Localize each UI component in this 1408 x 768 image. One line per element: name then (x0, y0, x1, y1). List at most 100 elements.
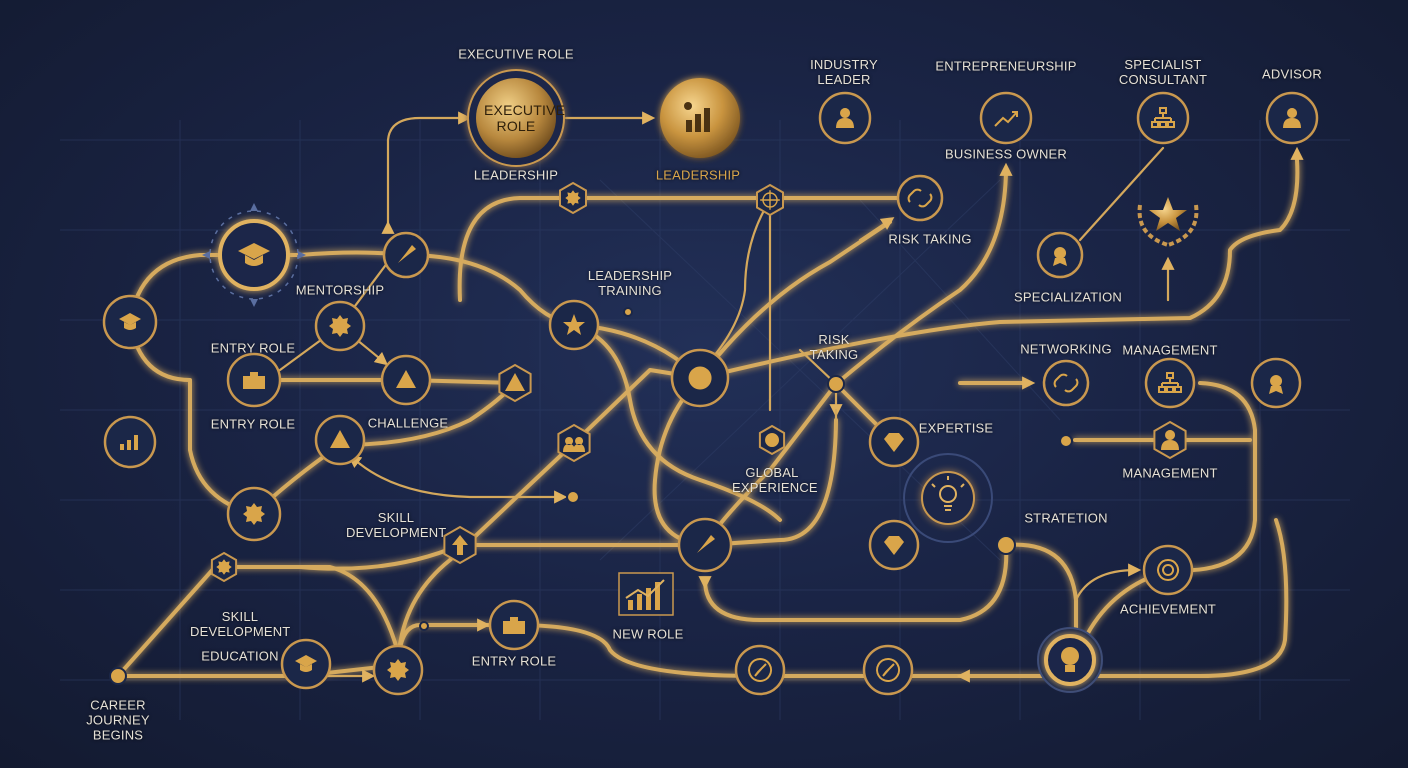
entry-role-label-bottom: ENTRY ROLE (471, 653, 557, 669)
node-ring (979, 91, 1033, 145)
new-role-rocket-node[interactable] (677, 517, 733, 573)
diamond-node[interactable] (868, 519, 920, 571)
achievement-node[interactable] (1142, 544, 1194, 596)
networking-node[interactable] (1042, 359, 1090, 407)
management-person-node[interactable] (1153, 420, 1187, 460)
settings-node[interactable] (559, 181, 587, 215)
leadership-gold-label: LEADERSHIP (655, 167, 741, 183)
cap-icon (295, 655, 317, 672)
team-node[interactable] (557, 423, 591, 463)
chain-icon (907, 188, 933, 208)
diamond-icon (884, 536, 904, 555)
mentorship-growth-node[interactable] (382, 231, 430, 279)
stratetion-label: STRATETION (1024, 510, 1108, 526)
gear-icon (387, 659, 409, 681)
growth-chart-icon (684, 102, 710, 132)
arrowup-icon (452, 535, 468, 555)
entry-role-bottom-node[interactable] (488, 599, 540, 651)
cap-icon (119, 313, 141, 330)
leadership-orb[interactable] (660, 78, 740, 158)
risk-taking-label-top: RISK TAKING (888, 231, 972, 247)
rocket-icon (695, 535, 715, 553)
graduation-cap-node[interactable] (102, 294, 158, 350)
gear-icon (565, 190, 581, 206)
node-ring (557, 423, 591, 463)
skill-development-label-mid: SKILL DEVELOPMENT (346, 510, 447, 540)
management-label-lower: MANAGEMENT (1122, 465, 1218, 481)
advisor-node[interactable] (1265, 91, 1319, 145)
compass-node-right[interactable] (862, 644, 914, 696)
globe-icon (765, 433, 780, 447)
leadership-training-node[interactable] (548, 299, 600, 351)
executive-role-badge[interactable] (467, 69, 565, 167)
idea-focus-ring (903, 453, 993, 543)
award-node[interactable] (1250, 357, 1302, 409)
entry-role-label-lower: ENTRY ROLE (210, 416, 296, 432)
education-hub[interactable] (202, 203, 306, 307)
global-experience-node[interactable] (670, 348, 730, 408)
new-role-label: NEW ROLE (612, 626, 684, 642)
expertise-label: EXPERTISE (918, 420, 994, 436)
industry-leader-node[interactable] (818, 91, 872, 145)
skill-gear-node[interactable] (210, 551, 238, 583)
executive-role-badge-label: EXECUTIVE ROLE (484, 102, 566, 134)
ascent-node[interactable] (314, 414, 366, 466)
lightbulb-icon (931, 476, 965, 511)
leadership-label: LEADERSHIP (473, 167, 559, 183)
lightbulb-icon (1061, 647, 1079, 672)
specialist-consultant-node[interactable] (1136, 91, 1190, 145)
innovation-node[interactable] (1037, 627, 1103, 693)
person-icon (836, 108, 854, 128)
medal-icon (1269, 375, 1283, 394)
junction-dot (996, 535, 1016, 555)
expertise-node[interactable] (868, 416, 920, 468)
gear-icon (329, 315, 351, 337)
star-icon (1149, 197, 1187, 231)
triangle-icon (330, 430, 350, 448)
junction-dot (1059, 434, 1073, 448)
hub-pointer (298, 251, 306, 259)
graduation-cap-icon (238, 243, 270, 266)
business-owner-label: BUSINESS OWNER (945, 146, 1067, 162)
challenge-triangle-node[interactable] (498, 363, 532, 403)
entry-role-node[interactable] (226, 352, 282, 408)
junction-dot (566, 490, 580, 504)
entry-gear-node[interactable] (372, 644, 424, 696)
skill-development-label-low: SKILL DEVELOPMENT (190, 609, 291, 639)
junction-dot (623, 307, 633, 317)
gear-icon (216, 559, 232, 575)
challenge-node[interactable] (380, 354, 432, 406)
person-icon (1161, 430, 1179, 450)
compass-icon (876, 658, 901, 682)
mentorship-node[interactable] (314, 300, 366, 352)
rocket-icon (396, 245, 416, 263)
laurel-star-award (1137, 197, 1199, 247)
chart-icon (120, 435, 138, 450)
specialist-consultant-label: SPECIALIST CONSULTANT (1118, 57, 1208, 87)
people-icon (563, 437, 585, 452)
node-ring (1042, 359, 1090, 407)
gear-node[interactable] (226, 486, 282, 542)
specialization-node[interactable] (1036, 231, 1084, 279)
compass-icon (748, 658, 773, 682)
crosshair-node[interactable] (756, 183, 784, 217)
education-node[interactable] (280, 638, 332, 690)
diamond-icon (884, 433, 904, 452)
skill-development-node[interactable] (443, 525, 477, 565)
executive-role-label: EXECUTIVE ROLE (458, 46, 574, 62)
briefcase-icon (243, 372, 265, 389)
entrepreneurship-node[interactable] (979, 91, 1033, 145)
global-node[interactable] (758, 424, 786, 456)
new-role-chart-box (618, 572, 674, 616)
management-node[interactable] (1144, 357, 1196, 409)
junction-dot (109, 667, 127, 685)
risk-taking-node[interactable] (896, 174, 944, 222)
career-nodes (102, 91, 1319, 696)
hub-pointer (202, 251, 210, 259)
growth-node[interactable] (103, 415, 157, 469)
globe-icon (688, 366, 712, 390)
mentorship-label: MENTORSHIP (295, 282, 385, 298)
compass-node-left[interactable] (734, 644, 786, 696)
